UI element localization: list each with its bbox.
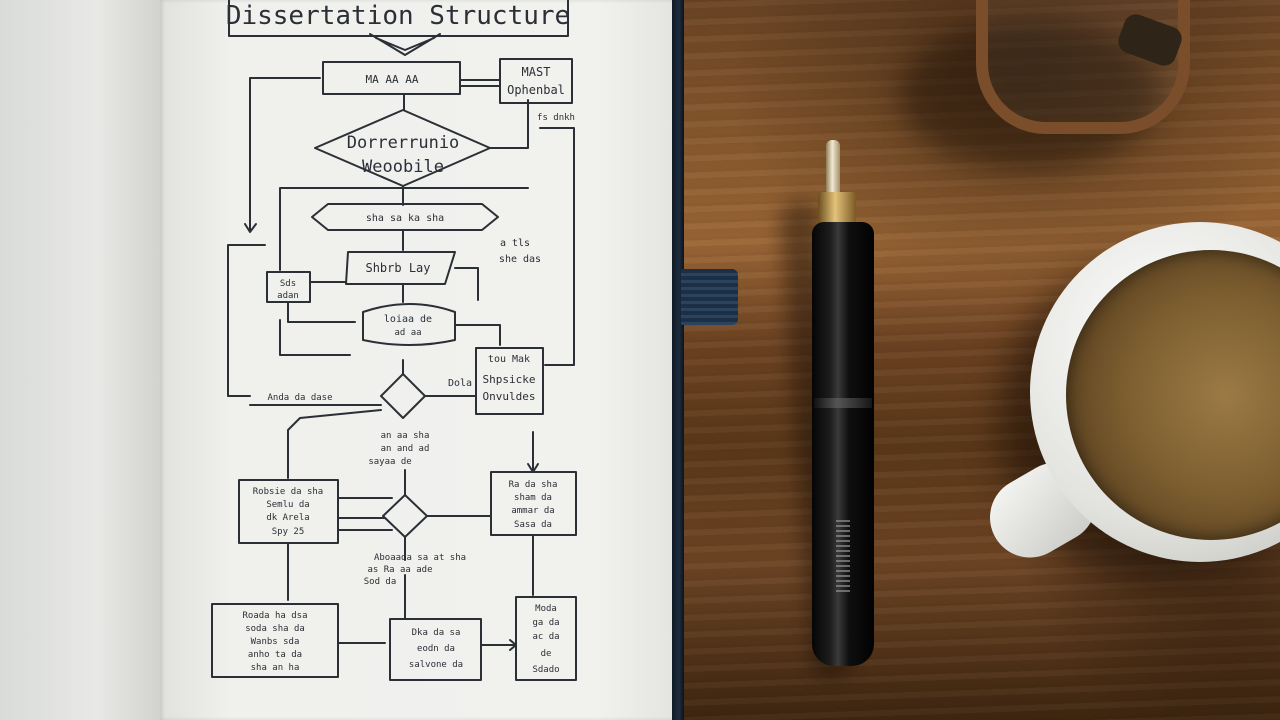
bottom-right-box [515, 596, 577, 681]
top-box [322, 61, 461, 95]
bottom-center-box [389, 618, 482, 681]
small-box-text-2: adan [277, 291, 299, 301]
bottom-right-text-1: Moda [535, 604, 557, 614]
bottom-right-text-3: ac da [532, 632, 559, 642]
bottom-center-text-2: eodn da [417, 644, 455, 654]
bottom-left-text-1: Roada ha dsa [242, 611, 307, 621]
right-box [475, 347, 544, 415]
bottom-left-text-5: sha an ha [251, 663, 300, 673]
decision-text-1: Dorrerrunio [347, 133, 460, 153]
notebook-cover-edge [672, 0, 684, 720]
bottom-left-text-3: Wanbs sda [251, 637, 300, 647]
mid-right-text-4: Sasa da [514, 520, 552, 530]
notebook-right-page [160, 0, 674, 720]
left-stage-label: Anda da dase [267, 393, 332, 403]
middle-diamond [380, 373, 426, 419]
pen-collar [818, 192, 856, 224]
small-box-text-1: Sds [280, 279, 296, 289]
bottom-left-text-2: soda sha da [245, 624, 305, 634]
side-label: fs dnkh [537, 113, 575, 123]
cylinder-text-1: loiaa de [384, 314, 432, 325]
bottom-left-text-4: anho ta da [248, 650, 302, 660]
mid-note-1: an aa sha [381, 431, 430, 441]
fountain-pen [812, 222, 874, 666]
hexagon-text: sha sa ka sha [366, 213, 444, 224]
parallelogram-step [345, 251, 456, 285]
bottom-right-text-5: Sdado [532, 665, 559, 675]
pen-nib [826, 140, 840, 196]
mid-note-3: sayaa de [368, 457, 411, 467]
mid-left-text-4: Spy 25 [272, 527, 305, 537]
mid-right-text-2: sham da [514, 493, 552, 503]
pen-ring [814, 398, 872, 408]
decision-text-2: Weoobile [362, 157, 444, 177]
bottom-note-2: as Ra aa ade [367, 565, 432, 575]
notebook-left-page [0, 0, 160, 720]
side-box-text-1: MAST [522, 65, 551, 79]
mid-note-2: an and ad [381, 444, 430, 454]
bottom-right-text-4: de [541, 649, 552, 659]
title-arrow [369, 33, 441, 56]
bottom-note-1: Aboaada sa at sha [374, 553, 466, 563]
bottom-left-box [211, 603, 339, 678]
pen-engraving [836, 520, 850, 592]
right-box-text-2: Onvuldes [483, 390, 536, 403]
mid-left-text-1: Robsie da sha [253, 487, 323, 497]
mid-left-text-3: dk Arela [266, 513, 309, 523]
mid-left-text-2: Semlu da [266, 500, 309, 510]
right-box-header: tou Mak [488, 354, 530, 365]
right-stage-label: Dola [448, 378, 472, 389]
hexagon-step [311, 203, 499, 231]
right-box-text-1: Shpsicke [483, 373, 536, 386]
eyeglasses [976, 0, 1190, 134]
diagram-title: Dissertation Structure [226, 1, 570, 31]
bottom-center-text-1: Dka da sa [412, 628, 461, 638]
mid-right-text-3: ammar da [511, 506, 554, 516]
side-box-text-2: Ophenbal [507, 83, 565, 97]
bottom-center-text-3: salvone da [409, 660, 463, 670]
mid-right-text-1: Ra da sha [509, 480, 558, 490]
cylinder-text-2: ad aa [394, 328, 421, 338]
parallelogram-text: Shbrb Lay [365, 261, 430, 275]
ribbon-bookmark [681, 269, 738, 325]
note-a-text-2: she das [499, 254, 541, 265]
top-box-text: MA AA AA [366, 73, 419, 86]
title-box [228, 0, 569, 37]
note-a-text-1: a tls [500, 238, 530, 249]
data-cylinder [362, 303, 456, 346]
bottom-right-text-2: ga da [532, 618, 559, 628]
bottom-note-3: Sod da [364, 577, 397, 587]
